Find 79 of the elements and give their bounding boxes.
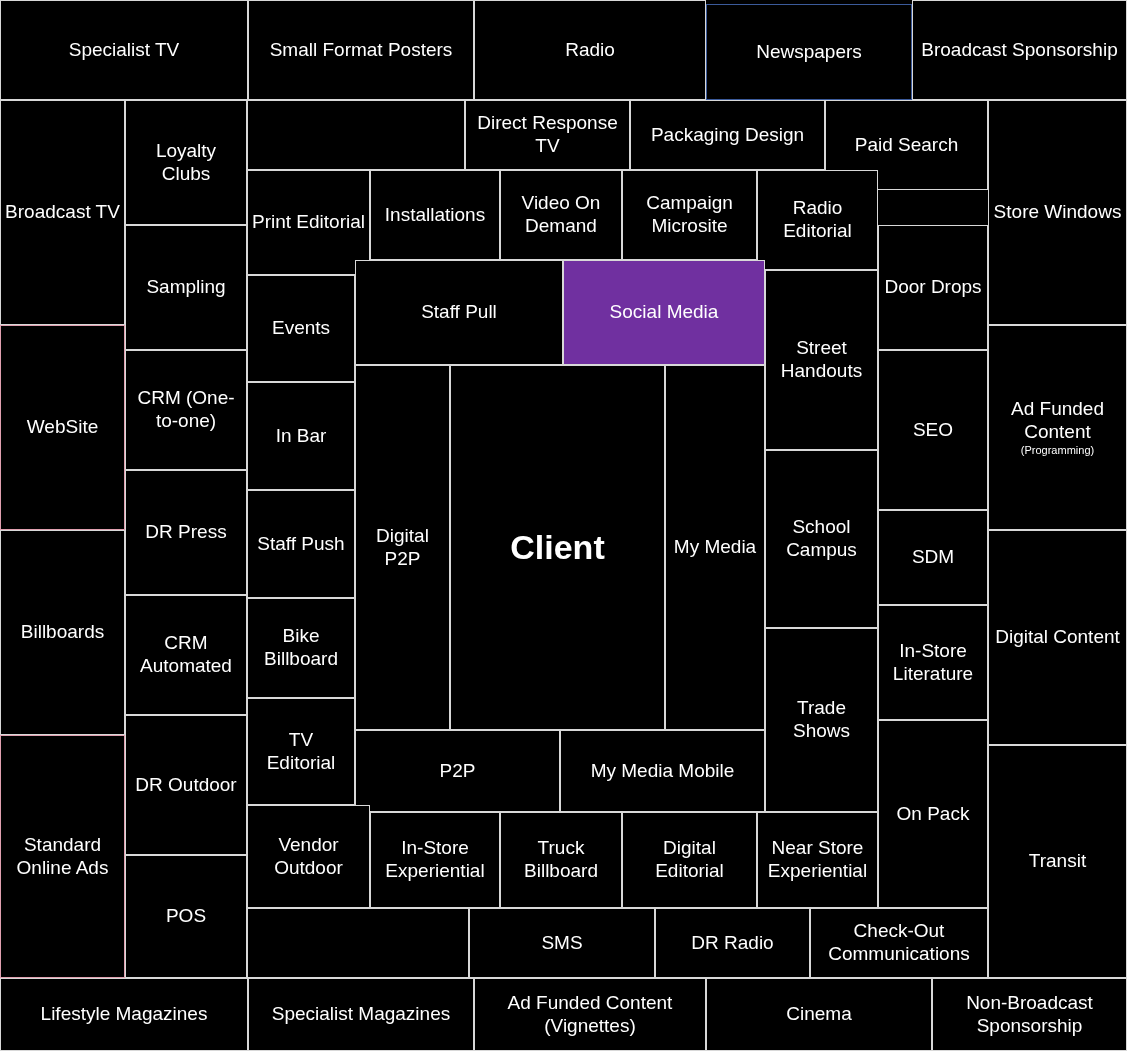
- tile-label: Standard Online Ads: [15, 833, 110, 880]
- tile-label: Trade Shows: [792, 697, 851, 743]
- tile-label: WebSite: [26, 416, 99, 439]
- channel-tile: [665, 365, 765, 730]
- tile-label: Installations: [384, 203, 486, 227]
- tile-label: Broadcast TV: [5, 201, 120, 224]
- tile-label: Check-Out Communications: [827, 920, 971, 966]
- tile-label: Social Media: [609, 301, 719, 324]
- tile-label: Sampling: [146, 276, 226, 299]
- tile-label: Cinema: [786, 1003, 852, 1026]
- tile-label: Events: [271, 317, 331, 340]
- channel-tile: [912, 0, 1127, 100]
- tile-label: In Bar: [275, 424, 327, 448]
- tile-label: Billboards: [20, 621, 105, 644]
- channel-tile: [355, 365, 450, 730]
- channel-tile: [878, 510, 988, 605]
- channel-tile: [125, 350, 247, 470]
- tile-label: Truck Billboard: [523, 837, 599, 883]
- channel-tile: [247, 382, 355, 490]
- tile-label: Staff Push: [257, 532, 345, 556]
- tile-label: Lifestyle Magazines: [40, 1003, 208, 1026]
- channel-tile: [125, 595, 247, 715]
- channel-tile: [247, 490, 355, 598]
- tile-label: Ad Funded Content: [1010, 398, 1105, 444]
- tile-label: SDM: [911, 546, 955, 569]
- tile-label: Digital P2P: [375, 524, 430, 571]
- tile-label: Client: [510, 527, 605, 568]
- tile-label: In-Store Experiential: [384, 837, 486, 883]
- tile-label: Digital Editorial: [654, 837, 725, 883]
- tile-label: Radio Editorial: [782, 197, 853, 243]
- tile-label: In-Store Literature: [891, 639, 975, 686]
- tile-label: Staff Pull: [421, 301, 497, 324]
- tile-label: Radio: [565, 38, 615, 62]
- tile-label: Small Format Posters: [269, 38, 453, 62]
- tile-label: POS: [165, 905, 207, 928]
- tile-label: Video On Demand: [520, 192, 602, 238]
- tile-label: Packaging Design: [650, 123, 805, 147]
- tile-label: On Pack: [896, 802, 970, 826]
- tile-label: Vendor Outdoor: [273, 833, 344, 880]
- client-tile: [450, 365, 665, 730]
- channel-tile: [247, 275, 355, 382]
- tile-label: DR Radio: [691, 931, 774, 955]
- tile-label: Door Drops: [884, 276, 982, 299]
- tile-label: My Media: [673, 536, 757, 559]
- tile-label: Transit: [1028, 850, 1087, 873]
- tile-label: Broadcast Sponsorship: [921, 38, 1118, 62]
- tile-label: P2P: [439, 759, 476, 783]
- channel-tile: [706, 4, 912, 100]
- channel-tile: [247, 170, 370, 275]
- channel-tile: [247, 698, 355, 805]
- tile-label: DR Outdoor: [135, 773, 237, 797]
- channel-tile: [247, 598, 355, 698]
- channel-tile: [757, 170, 878, 270]
- tile-label: Print Editorial: [252, 211, 365, 234]
- tile-label: Paid Search: [854, 133, 959, 157]
- tile-label: My Media Mobile: [590, 759, 735, 783]
- tile-label: Non-Broadcast Sponsorship: [965, 991, 1094, 1038]
- tile-label: Specialist TV: [68, 38, 180, 62]
- tile-label: Digital Content: [995, 626, 1120, 649]
- tile-label: SMS: [541, 931, 583, 955]
- tile-label: Street Handouts: [779, 337, 864, 383]
- tile-label: School Campus: [785, 516, 858, 562]
- tile-label: CRM Automated: [139, 632, 233, 678]
- tile-label: Store Windows: [993, 201, 1122, 224]
- channel-tile: [247, 805, 370, 908]
- tile-label: SEO: [912, 418, 954, 442]
- tile-label: Specialist Magazines: [271, 1003, 451, 1026]
- tile-label: Ad Funded Content (Vignettes): [506, 991, 674, 1038]
- tile-label: Campaign Microsite: [645, 192, 734, 238]
- tile-sublabel: (Programming): [1020, 443, 1095, 457]
- tile-label: Near Store Experiential: [766, 837, 869, 883]
- tile-label: Bike Billboard: [263, 625, 339, 671]
- tile-label: TV Editorial: [265, 728, 337, 775]
- channel-tile: [825, 100, 988, 190]
- tile-label: DR Press: [145, 521, 227, 544]
- tile-label: Newspapers: [756, 40, 862, 64]
- tile-label: CRM (One-to-one): [136, 387, 236, 433]
- tile-label: Loyalty Clubs: [154, 139, 218, 186]
- tile-label: Direct Response TV: [476, 112, 619, 158]
